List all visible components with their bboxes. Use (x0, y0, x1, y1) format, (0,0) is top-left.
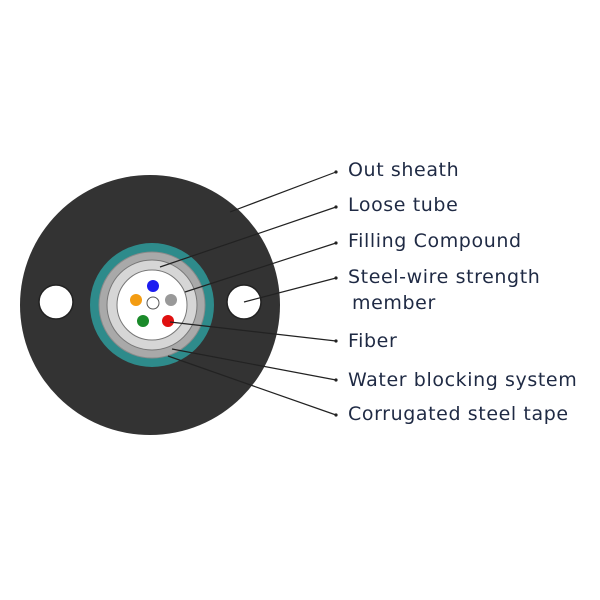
leader-water-blocking (171, 348, 337, 381)
fiber-blue (147, 280, 159, 292)
leader-corrugated-tape (167, 355, 337, 416)
label-filling-compound: Filling Compound (348, 230, 522, 252)
fiber-red (162, 315, 174, 327)
fiber-green (137, 315, 149, 327)
leader-filling-compound (184, 242, 337, 293)
leader-fiber (169, 321, 337, 342)
label-water-blocking: Water blocking system (348, 369, 578, 391)
label-steel-wire-line2: member (352, 292, 436, 314)
label-steel-wire-line1: Steel-wire strength (348, 266, 541, 288)
label-fiber: Fiber (348, 330, 398, 352)
leader-out-sheath (229, 171, 337, 213)
steel-wire-left (38, 284, 74, 320)
fiber-center (146, 296, 160, 310)
leader-loose-tube (159, 206, 337, 268)
label-out-sheath: Out sheath (348, 159, 460, 181)
fiber-orange (130, 294, 142, 306)
label-corrugated-tape: Corrugated steel tape (348, 403, 569, 425)
leader-steel-wire (243, 277, 337, 303)
label-loose-tube: Loose tube (348, 194, 459, 216)
fiber-gray (165, 294, 177, 306)
